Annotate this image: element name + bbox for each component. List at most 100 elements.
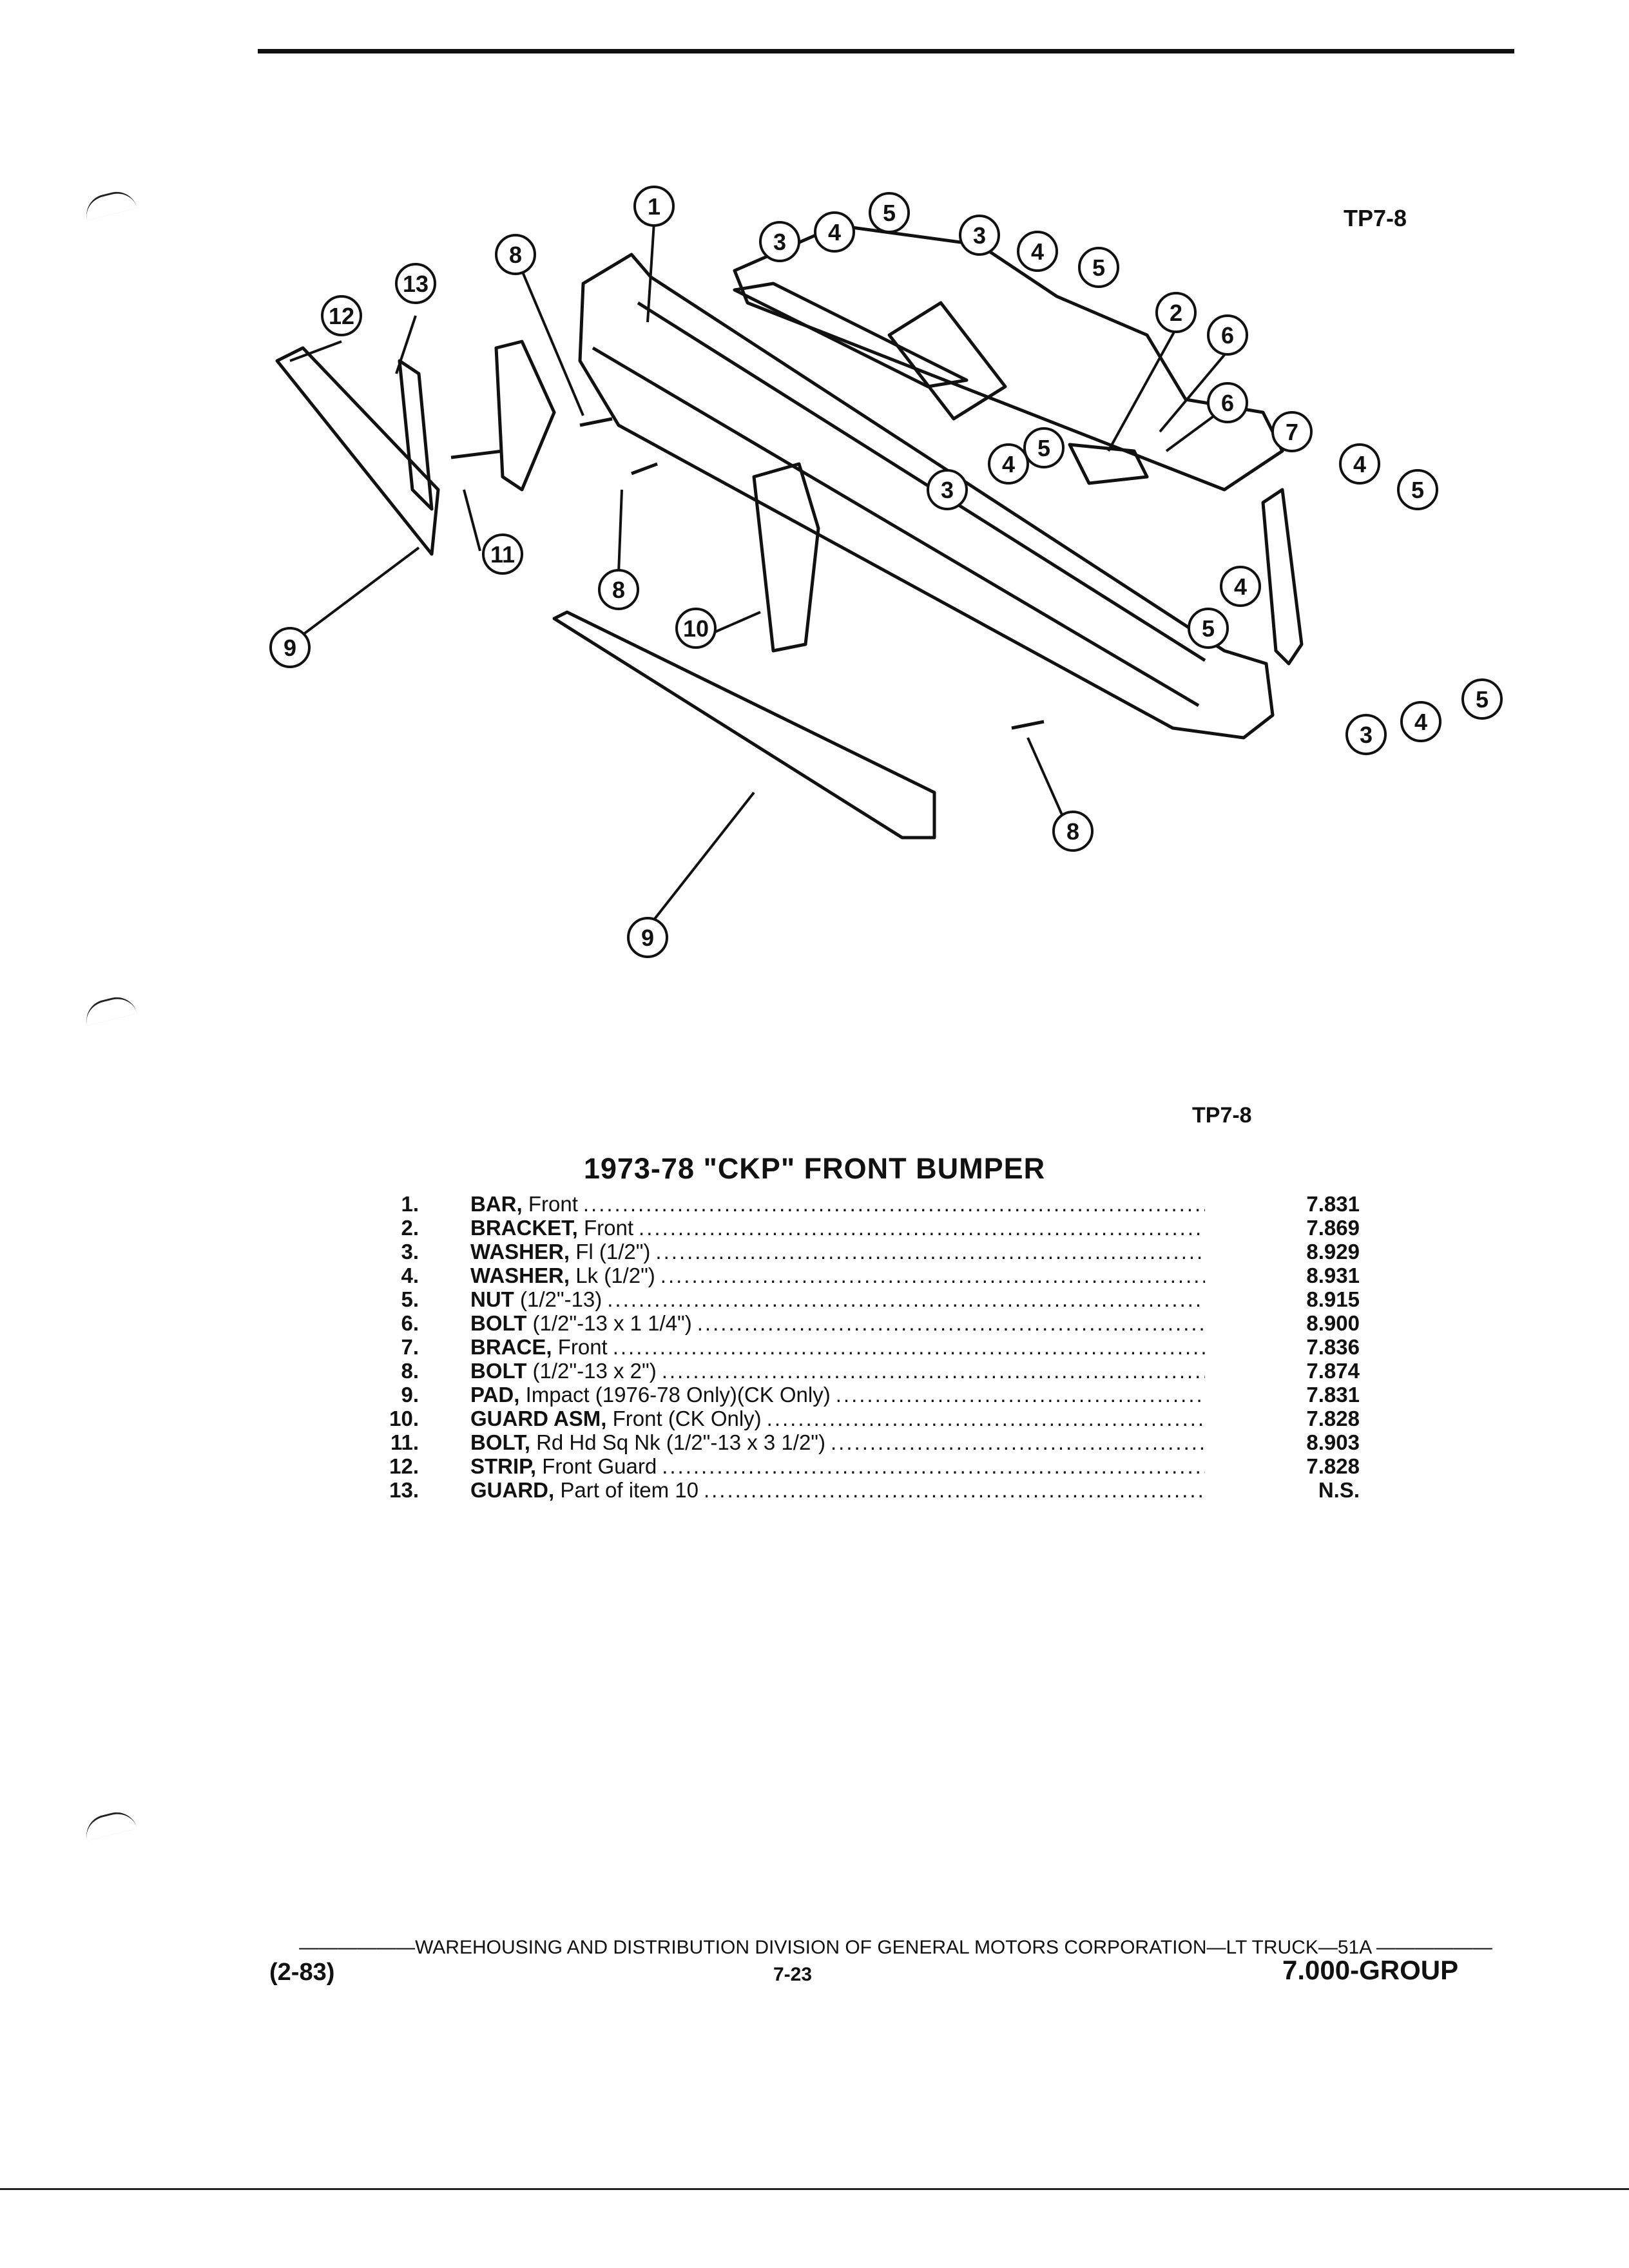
part-detail: Front xyxy=(528,1192,578,1216)
callout-label: 3 xyxy=(1360,722,1373,748)
callout-label: 4 xyxy=(1002,451,1015,477)
part-detail: Front xyxy=(557,1335,608,1359)
part-number: 6. xyxy=(401,1311,419,1335)
part-number: 4. xyxy=(401,1264,419,1287)
callout-label: 3 xyxy=(973,222,986,249)
part-detail: Lk (1/2") xyxy=(575,1264,655,1287)
bumper-bar-edge xyxy=(637,301,1206,662)
part-description: WASHER, Fl (1/2").......................… xyxy=(470,1240,1205,1264)
guard-left xyxy=(494,340,556,492)
part-number: 7. xyxy=(401,1335,419,1359)
group-number: 7.828 xyxy=(1306,1407,1360,1430)
part-description: BRACKET, Front..........................… xyxy=(470,1216,1205,1240)
callout-label: 4 xyxy=(1353,451,1366,477)
callout-label: 4 xyxy=(1414,709,1427,735)
part-detail: (1/2"-13 x 1 1/4") xyxy=(532,1311,692,1335)
callout-label: 4 xyxy=(1234,573,1247,600)
callout-label: 5 xyxy=(1092,255,1105,281)
group-number: 8.931 xyxy=(1306,1264,1360,1287)
part-description: GUARD, Part of item 10..................… xyxy=(470,1478,1205,1502)
leader-dots: ........................................… xyxy=(639,1216,1205,1240)
leader-dots: ........................................… xyxy=(655,1240,1205,1264)
callout-label: 2 xyxy=(1170,300,1182,326)
footer-page-number: 7-23 xyxy=(773,1964,813,1985)
parts-row: 2. BRACKET, Front.......................… xyxy=(361,1216,1379,1240)
parts-row: 11. BOLT, Rd Hd Sq Nk (1/2"-13 x 3 1/2")… xyxy=(361,1430,1379,1454)
footer-date: (2-83) xyxy=(269,1959,335,1986)
callout-label: 3 xyxy=(941,477,954,503)
group-number: 8.900 xyxy=(1306,1311,1360,1335)
footer-group: 7.000-GROUP xyxy=(1282,1955,1459,1985)
callout-label: 7 xyxy=(1286,419,1298,445)
callout-label: 5 xyxy=(1476,686,1489,713)
part-number: 1. xyxy=(401,1192,419,1216)
group-number: 7.869 xyxy=(1306,1216,1360,1240)
callout-label: 4 xyxy=(1031,238,1044,265)
part-name: GUARD, xyxy=(470,1478,555,1502)
part-description: BRACE, Front............................… xyxy=(470,1335,1205,1359)
parts-row: 8. BOLT (1/2"-13 x 2")..................… xyxy=(361,1359,1379,1383)
part-name: NUT xyxy=(470,1287,514,1311)
callout-label: 1 xyxy=(648,193,660,220)
part-number: 13. xyxy=(389,1478,419,1502)
exploded-bumper-diagram: 1 8 13 12 11 9 8 10 9 8 3 4 5 3 4 5 2 6 … xyxy=(269,186,1503,958)
parts-row: 12. STRIP, Front Guard..................… xyxy=(361,1454,1379,1478)
frame-mount xyxy=(887,301,1007,421)
part-name: BOLT xyxy=(470,1359,527,1383)
bumper-bar-edge xyxy=(592,346,1200,707)
bracket-front xyxy=(1068,443,1149,485)
callout-label: 10 xyxy=(683,615,709,642)
parts-row: 13. GUARD, Part of item 10..............… xyxy=(361,1478,1379,1502)
part-description: STRIP, Front Guard......................… xyxy=(470,1454,1205,1478)
parts-list: 1. BAR, Front...........................… xyxy=(361,1192,1379,1502)
bumper-bar xyxy=(578,253,1275,740)
part-detail: Front xyxy=(584,1216,634,1240)
group-number: 7.828 xyxy=(1306,1454,1360,1478)
diagram-ref-top: TP7-8 xyxy=(1344,205,1407,231)
parts-row: 7. BRACE, Front.........................… xyxy=(361,1335,1379,1359)
callout-label: 5 xyxy=(1202,615,1215,642)
part-detail: (1/2"-13) xyxy=(520,1287,602,1311)
leader-dots: ........................................… xyxy=(697,1311,1205,1335)
parts-row: 6. BOLT (1/2"-13 x 1 1/4")..............… xyxy=(361,1311,1379,1335)
callout-label: 6 xyxy=(1221,390,1234,416)
strip-front-guard xyxy=(398,359,434,511)
leader-dots: ........................................… xyxy=(607,1287,1205,1311)
parts-row: 9. PAD, Impact (1976-78 Only)(CK Only)..… xyxy=(361,1383,1379,1407)
callout-label: 5 xyxy=(1037,435,1050,461)
leader-dots: ........................................… xyxy=(766,1407,1205,1430)
group-number: N.S. xyxy=(1318,1478,1360,1502)
frame-rail xyxy=(733,282,969,389)
parts-row: 4. WASHER, Lk (1/2")....................… xyxy=(361,1264,1379,1287)
parts-row: 10. GUARD ASM, Front (CK Only)..........… xyxy=(361,1407,1379,1430)
leader-dots: ........................................… xyxy=(831,1430,1205,1454)
part-name: BAR, xyxy=(470,1192,523,1216)
callout-label: 8 xyxy=(509,242,522,268)
group-number: 7.831 xyxy=(1306,1383,1360,1407)
callout-label: 6 xyxy=(1221,322,1234,349)
part-description: PAD, Impact (1976-78 Only)(CK Only).....… xyxy=(470,1383,1205,1407)
part-description: BOLT, Rd Hd Sq Nk (1/2"-13 x 3 1/2")....… xyxy=(470,1430,1205,1454)
margin-hole-mark xyxy=(82,1807,137,1841)
part-name: BRACKET, xyxy=(470,1216,578,1240)
top-rule xyxy=(258,49,1514,53)
brace-front xyxy=(1261,488,1304,666)
leader-dots: ........................................… xyxy=(662,1454,1205,1478)
parts-row: 5. NUT (1/2"-13)........................… xyxy=(361,1287,1379,1311)
leader-dots: ........................................… xyxy=(661,1359,1205,1383)
callout-label: 9 xyxy=(284,635,296,661)
group-number: 8.903 xyxy=(1306,1430,1360,1454)
part-name: BOLT xyxy=(470,1311,527,1335)
pad-impact xyxy=(552,610,936,840)
part-detail: Rd Hd Sq Nk (1/2"-13 x 3 1/2") xyxy=(536,1430,826,1454)
bolt-8 xyxy=(579,417,613,427)
part-name: PAD, xyxy=(470,1383,520,1407)
callout-label: 12 xyxy=(329,303,354,329)
part-detail: (1/2"-13 x 2") xyxy=(532,1359,657,1383)
guard-assembly xyxy=(752,462,820,653)
part-number: 12. xyxy=(389,1454,419,1478)
callout-label: 5 xyxy=(883,200,896,226)
page-title: 1973-78 "CKP" FRONT BUMPER xyxy=(583,1152,1046,1185)
leader-dots: ........................................… xyxy=(612,1335,1205,1359)
part-description: BOLT (1/2"-13 x 1 1/4").................… xyxy=(470,1311,1205,1335)
